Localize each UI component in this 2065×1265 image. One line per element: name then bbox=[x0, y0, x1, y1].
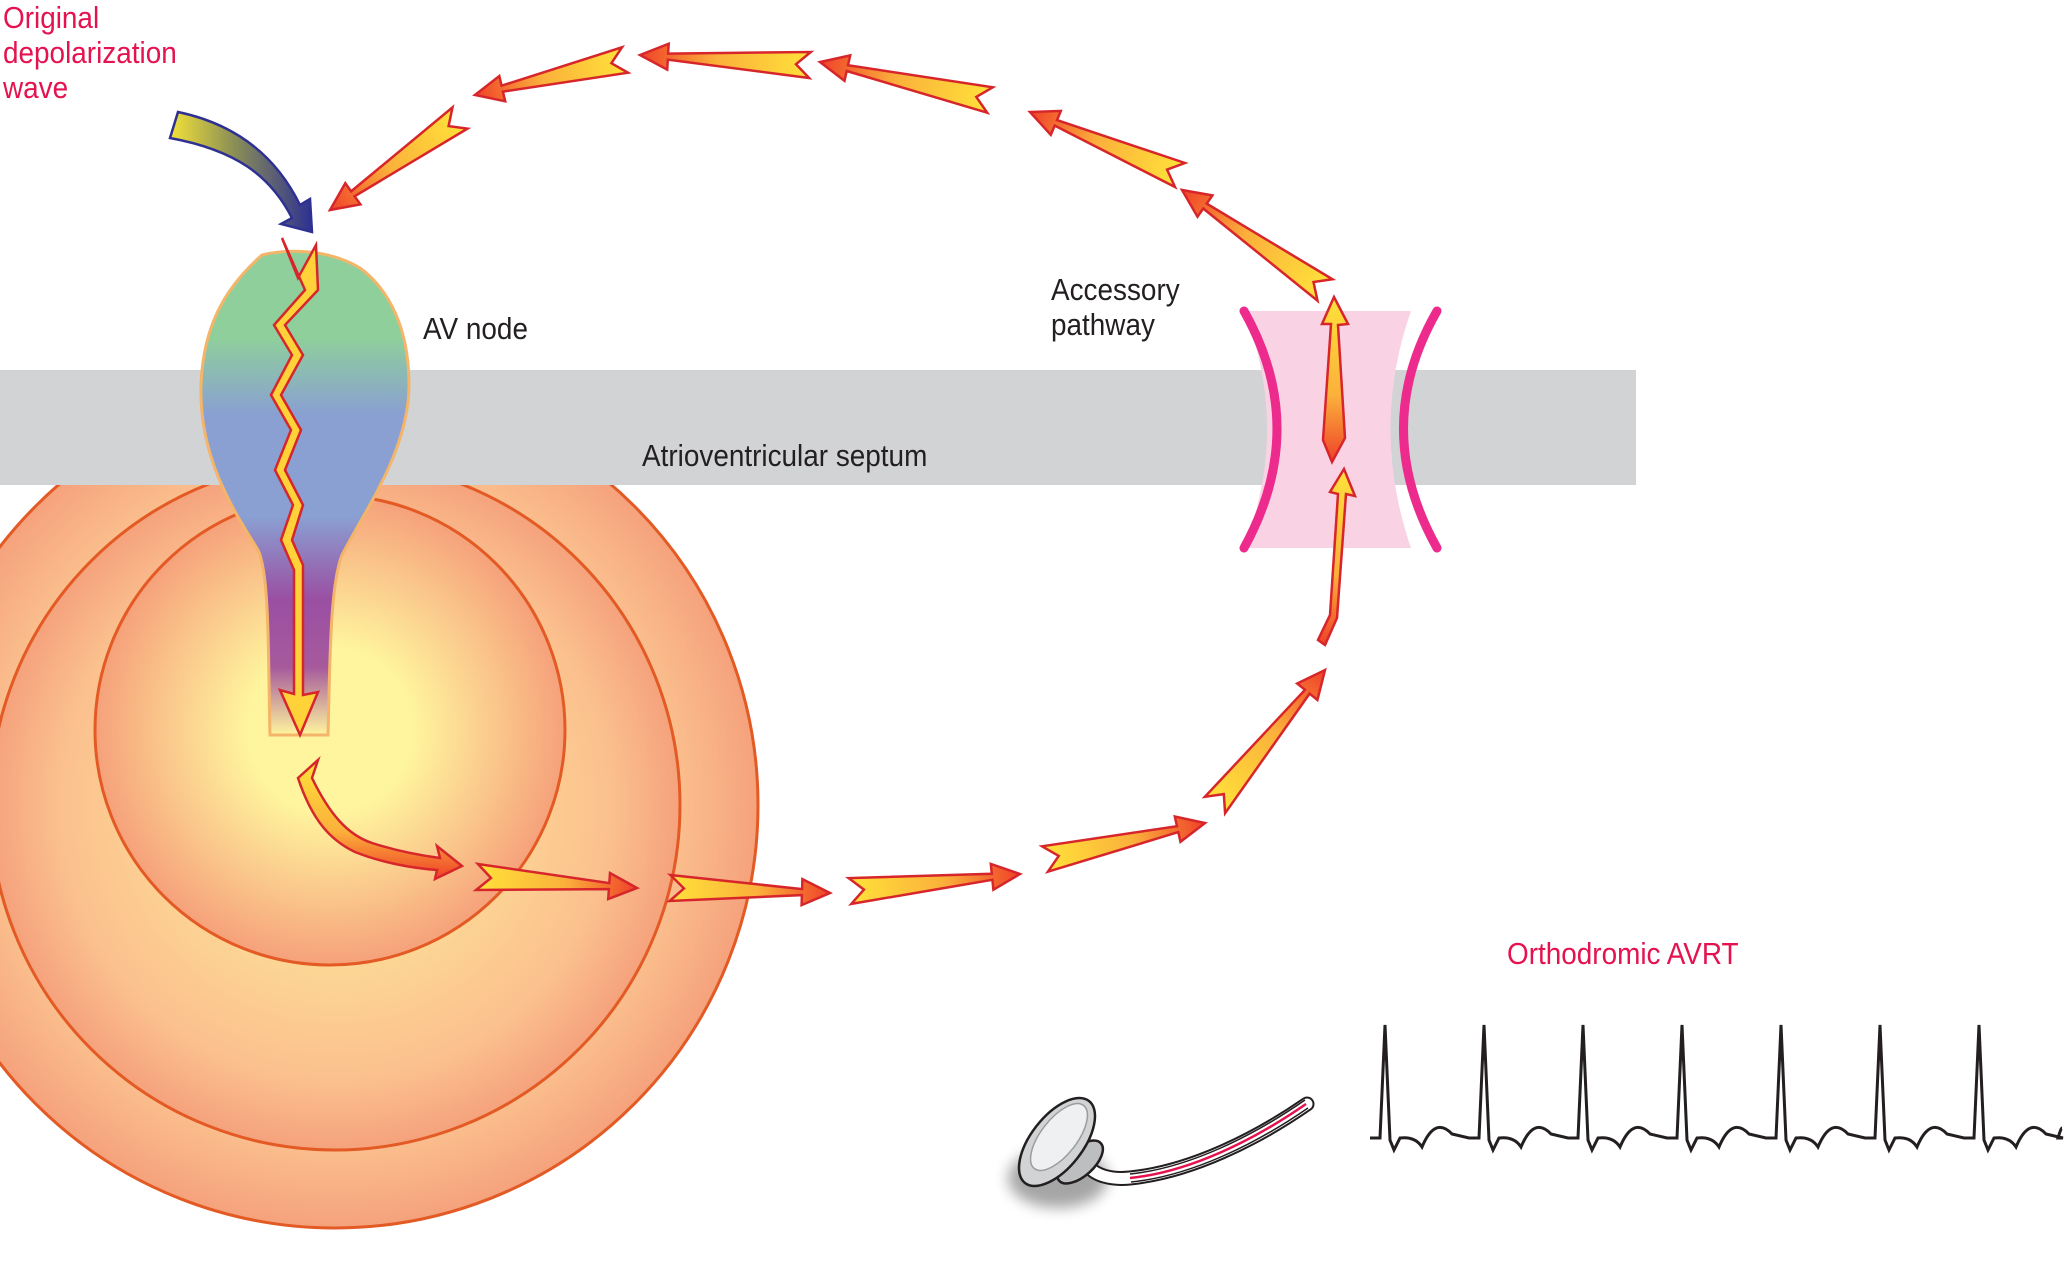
original-wave-line-1: Original bbox=[3, 0, 100, 35]
septum-label: Atrioventricular septum bbox=[642, 438, 928, 473]
accessory-pathway-label: Accessory pathway bbox=[1051, 272, 1180, 342]
reentry-arrow bbox=[472, 45, 632, 103]
av-node-label: AV node bbox=[423, 311, 528, 346]
reentry-arrow bbox=[845, 862, 1023, 906]
av-node-shape bbox=[199, 249, 411, 737]
reentry-arrow bbox=[472, 862, 640, 901]
reentry-arrow bbox=[1201, 667, 1327, 817]
reentry-arrow bbox=[1038, 814, 1208, 874]
reentry-arrow bbox=[1027, 109, 1189, 190]
accessory-pathway-line-2: pathway bbox=[1051, 307, 1155, 342]
electrode-icon bbox=[1008, 1096, 1315, 1208]
reentry-arrow bbox=[1179, 188, 1337, 304]
pathway-arrow-lower bbox=[1316, 466, 1358, 647]
accessory-pathway-right-wall bbox=[1399, 306, 1442, 553]
original-wave-line-3: wave bbox=[3, 70, 69, 105]
accessory-pathway-left-wall bbox=[1239, 306, 1282, 553]
incoming-wave-arrow bbox=[168, 110, 314, 234]
pathway-arrow-upper bbox=[1320, 294, 1350, 465]
reentry-arrows bbox=[296, 41, 1358, 908]
ecg-title: Orthodromic AVRT bbox=[1507, 936, 1739, 971]
accessory-pathway-line-1: Accessory bbox=[1051, 272, 1180, 307]
ecg-trace-icon bbox=[1370, 1024, 2064, 1154]
reentry-arrow bbox=[327, 104, 472, 212]
reentry-arrow bbox=[817, 53, 997, 115]
reentry-arrow bbox=[666, 873, 833, 908]
ventricle-exit-arrow bbox=[296, 755, 465, 882]
ventricle-rings bbox=[0, 380, 760, 1230]
reentry-arrow bbox=[637, 41, 815, 80]
av-node-conduction-arrow bbox=[269, 237, 321, 739]
original-wave-line-2: depolarization bbox=[3, 35, 177, 70]
original-wave-label: Original depolarization wave bbox=[3, 0, 177, 105]
